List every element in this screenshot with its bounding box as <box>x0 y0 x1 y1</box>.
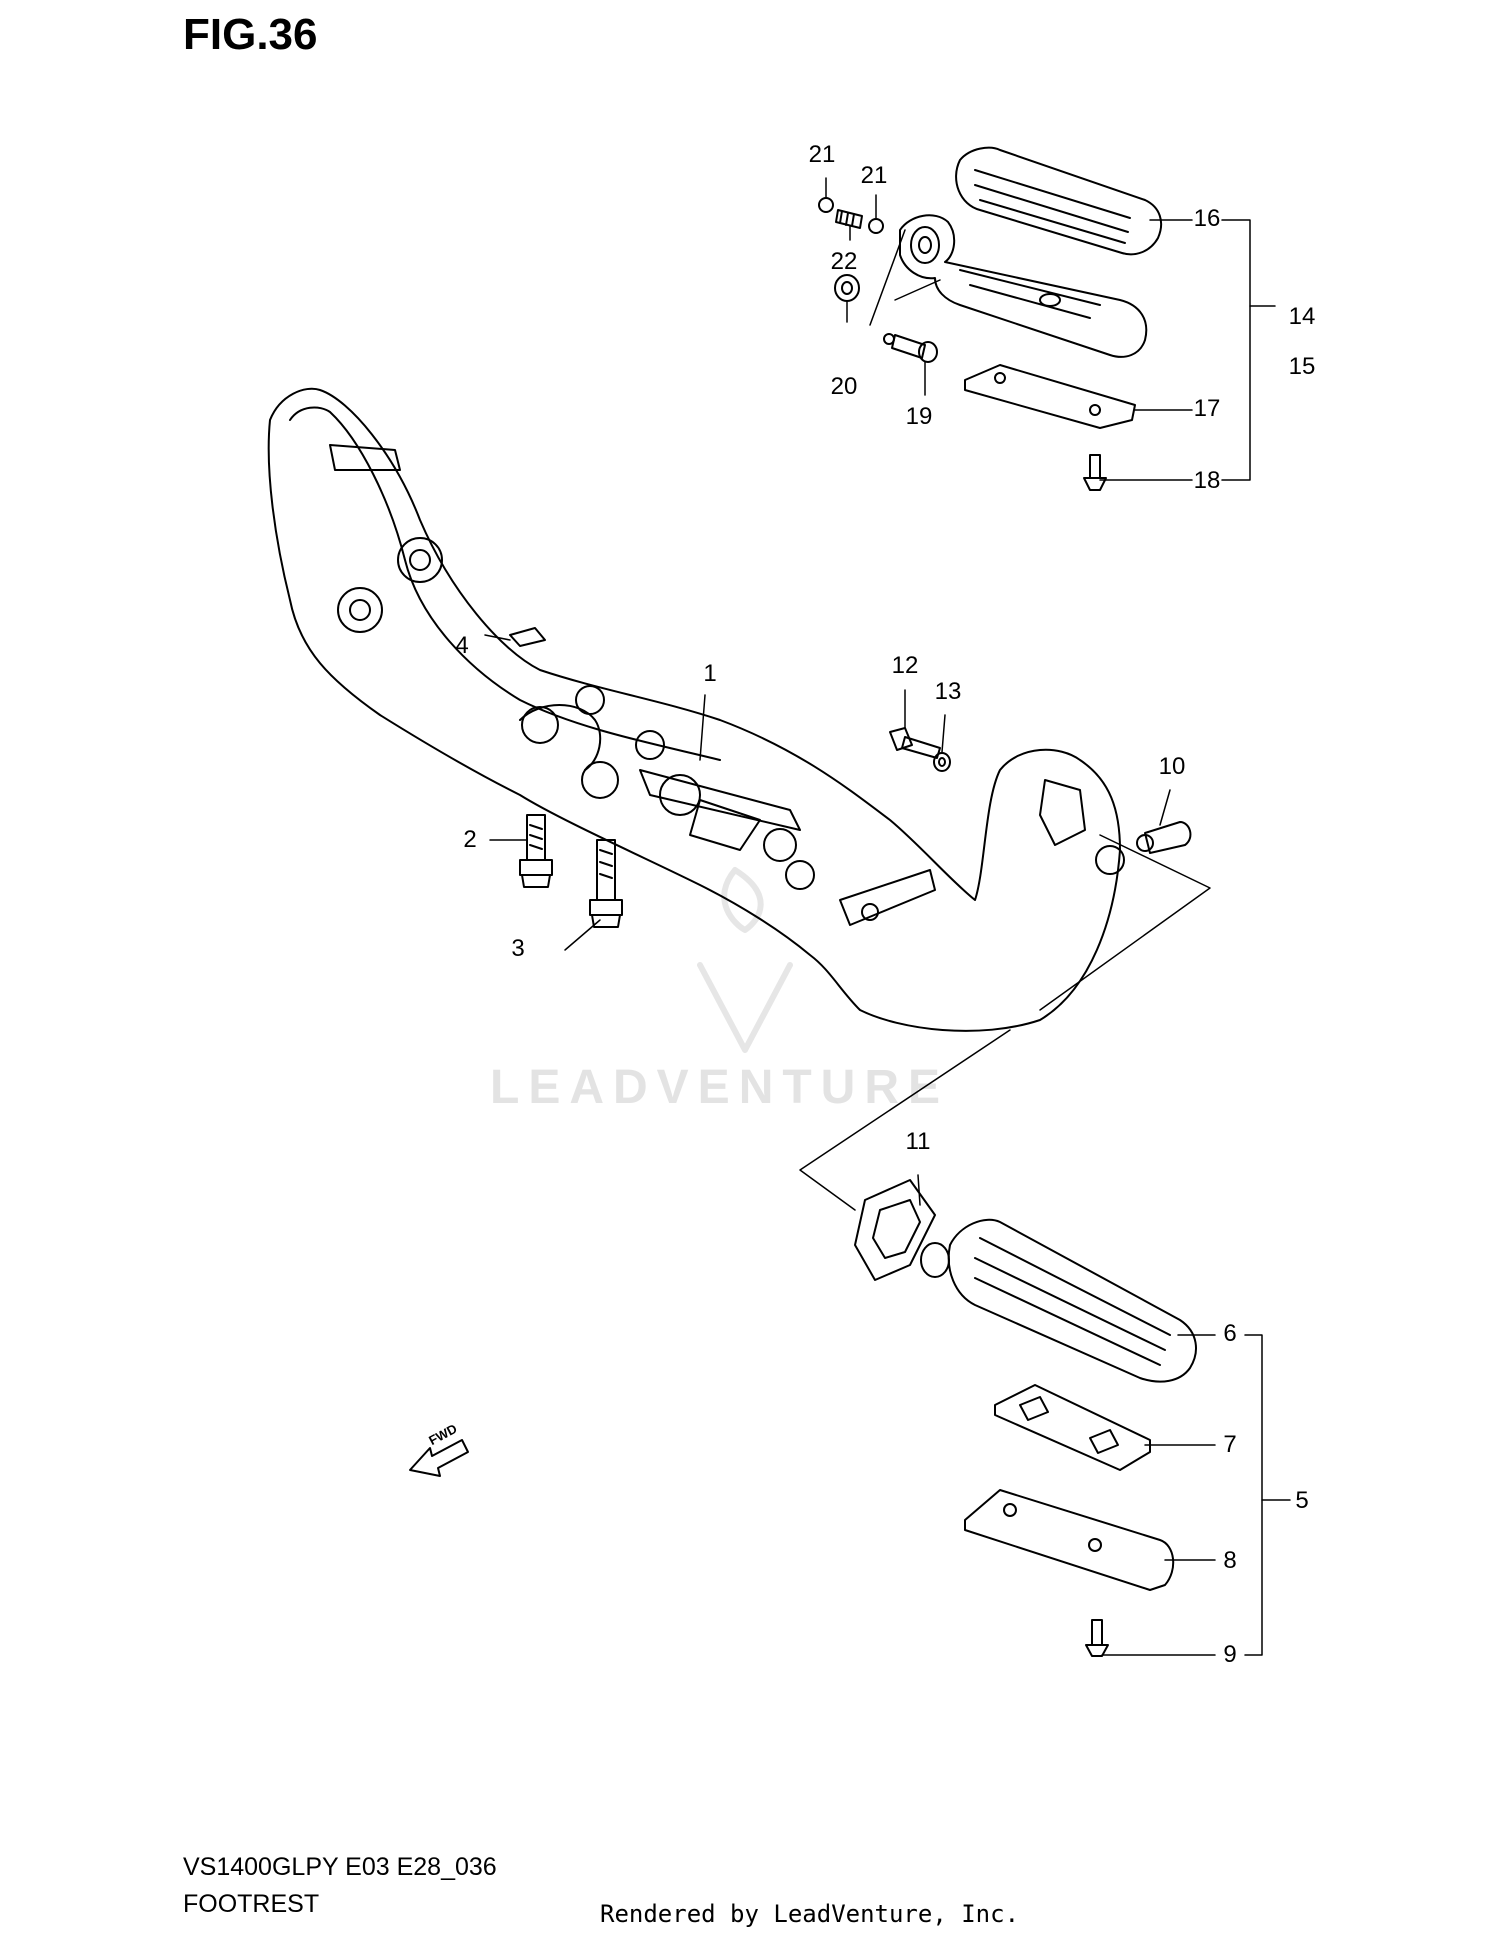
callout-14: 14 <box>1288 303 1316 330</box>
callout-4: 4 <box>455 632 469 659</box>
callout-12: 12 <box>891 652 919 679</box>
bolt-part-3 <box>589 839 623 928</box>
callout-6: 6 <box>1223 1320 1237 1347</box>
footrest-pad-part-16 <box>955 146 1163 256</box>
screw-part-9 <box>1085 1619 1109 1657</box>
callout-17: 17 <box>1193 395 1221 422</box>
pad-part-8 <box>964 1489 1175 1591</box>
callout-3: 3 <box>511 935 525 962</box>
callout-22: 22 <box>830 248 858 275</box>
callout-21-b: 21 <box>860 162 888 189</box>
pin-part-19 <box>883 333 938 363</box>
screw-part-18 <box>1083 454 1107 491</box>
footrest-part-6 <box>920 1218 1197 1383</box>
footrest-bracket <box>267 387 1125 1032</box>
model-code: VS1400GLPY E03 E28_036 <box>183 1853 497 1881</box>
leader-lines <box>484 177 1291 1656</box>
clip-part-4 <box>509 627 546 647</box>
spring-part-22 <box>835 209 863 229</box>
washer-part-20 <box>834 274 860 302</box>
bolt-part-12 <box>889 727 941 759</box>
watermark-text: LEADVENTURE <box>490 1061 950 1114</box>
callout-7: 7 <box>1223 1431 1237 1458</box>
callout-16: 16 <box>1193 205 1221 232</box>
cap-part-10 <box>1136 821 1192 854</box>
callout-19: 19 <box>905 403 933 430</box>
callout-9: 9 <box>1223 1641 1237 1668</box>
fwd-arrow-icon <box>409 1439 469 1477</box>
gasket-part-11 <box>854 1179 936 1281</box>
callout-15: 15 <box>1288 353 1316 380</box>
callout-21-a: 21 <box>808 141 836 168</box>
callout-20: 20 <box>830 373 858 400</box>
section-name: FOOTREST <box>183 1890 320 1918</box>
plate-part-7 <box>994 1384 1151 1471</box>
callout-2: 2 <box>463 826 477 853</box>
washer-part-13 <box>933 752 951 772</box>
rear-footrest-body <box>899 214 1148 358</box>
figure-title: FIG.36 <box>183 10 318 59</box>
ball-part-21-b <box>868 218 884 234</box>
plate-part-17 <box>964 364 1136 429</box>
render-credit: Rendered by LeadVenture, Inc. <box>600 1900 1020 1928</box>
callout-11: 11 <box>905 1128 931 1155</box>
ball-part-21-a <box>818 197 834 213</box>
bolt-part-2 <box>519 814 553 888</box>
callout-13: 13 <box>934 678 962 705</box>
callout-18: 18 <box>1193 467 1221 494</box>
watermark-logo <box>697 867 793 1053</box>
callout-8: 8 <box>1223 1547 1237 1574</box>
callout-1: 1 <box>703 660 717 687</box>
callout-5: 5 <box>1295 1487 1309 1514</box>
callout-10: 10 <box>1158 753 1186 780</box>
